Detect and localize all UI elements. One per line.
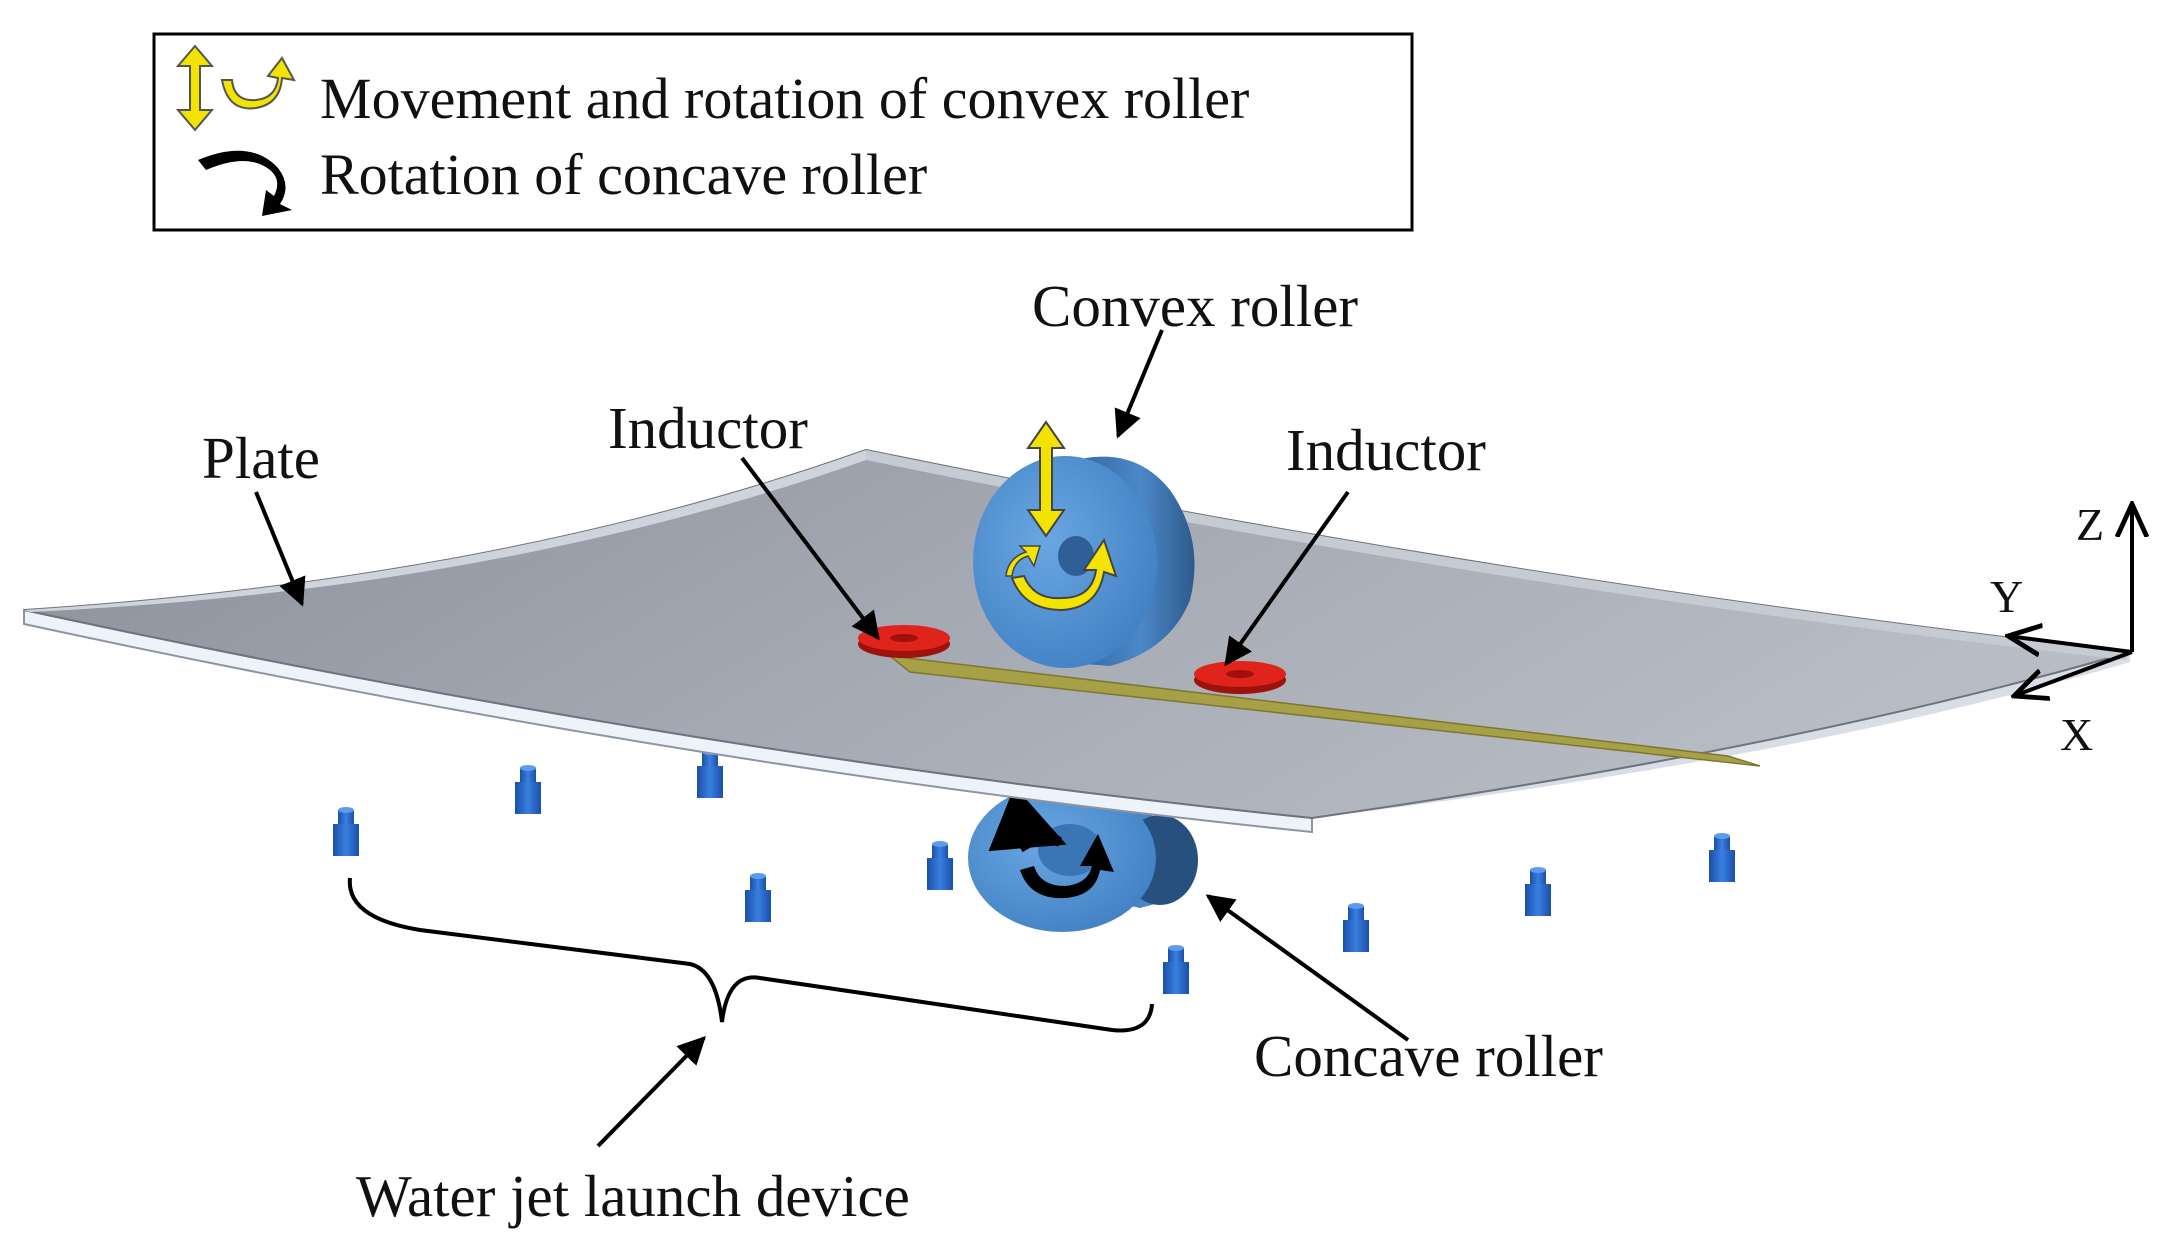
black-curved-arrow-icon: [198, 150, 292, 216]
nozzle-group-back: [515, 749, 723, 814]
label-concave-roller: Concave roller: [1254, 1023, 1603, 1089]
axis-label-x: X: [2060, 709, 2093, 760]
water-jet-nozzle: [1525, 867, 1551, 916]
legend-label-convex: Movement and rotation of convex roller: [320, 66, 1249, 131]
water-jet-brace: [347, 877, 1154, 1033]
water-jet-nozzle: [333, 807, 359, 856]
yellow-double-arrow-rotation-icon: [175, 44, 296, 132]
water-jet-nozzle: [1709, 833, 1735, 882]
water-jet-nozzle: [697, 749, 723, 798]
axis-label-y: Y: [1990, 571, 2023, 622]
inductor-left: [858, 625, 950, 658]
leader-arrows: [254, 329, 1410, 1148]
inductor-right: [1194, 661, 1286, 694]
nozzle-group-front: [333, 807, 1735, 994]
convex-roller: [973, 420, 1195, 668]
heating-path: [887, 654, 1761, 767]
rotation-arrow-black: [1020, 834, 1114, 899]
movement-arrow-yellow: [1026, 420, 1066, 538]
label-plate: Plate: [202, 425, 320, 491]
water-jet-nozzle: [1343, 903, 1369, 952]
label-convex-roller: Convex roller: [1032, 273, 1358, 339]
axis-label-z: Z: [2076, 499, 2104, 550]
water-jet-nozzle: [745, 873, 771, 922]
label-water-jet: Water jet launch device: [356, 1163, 910, 1229]
concave-roller: [968, 784, 1198, 932]
coordinate-axes: [2008, 504, 2132, 696]
rotation-arrow-yellow: [1010, 537, 1118, 612]
label-inductor-right: Inductor: [1286, 417, 1486, 483]
water-jet-nozzle: [927, 841, 953, 890]
water-jet-nozzle: [515, 765, 541, 814]
legend-label-concave: Rotation of concave roller: [320, 142, 927, 207]
legend-box: Movement and rotation of convex roller R…: [152, 32, 1414, 232]
label-inductor-left: Inductor: [608, 395, 808, 461]
water-jet-nozzle: [1163, 945, 1189, 994]
